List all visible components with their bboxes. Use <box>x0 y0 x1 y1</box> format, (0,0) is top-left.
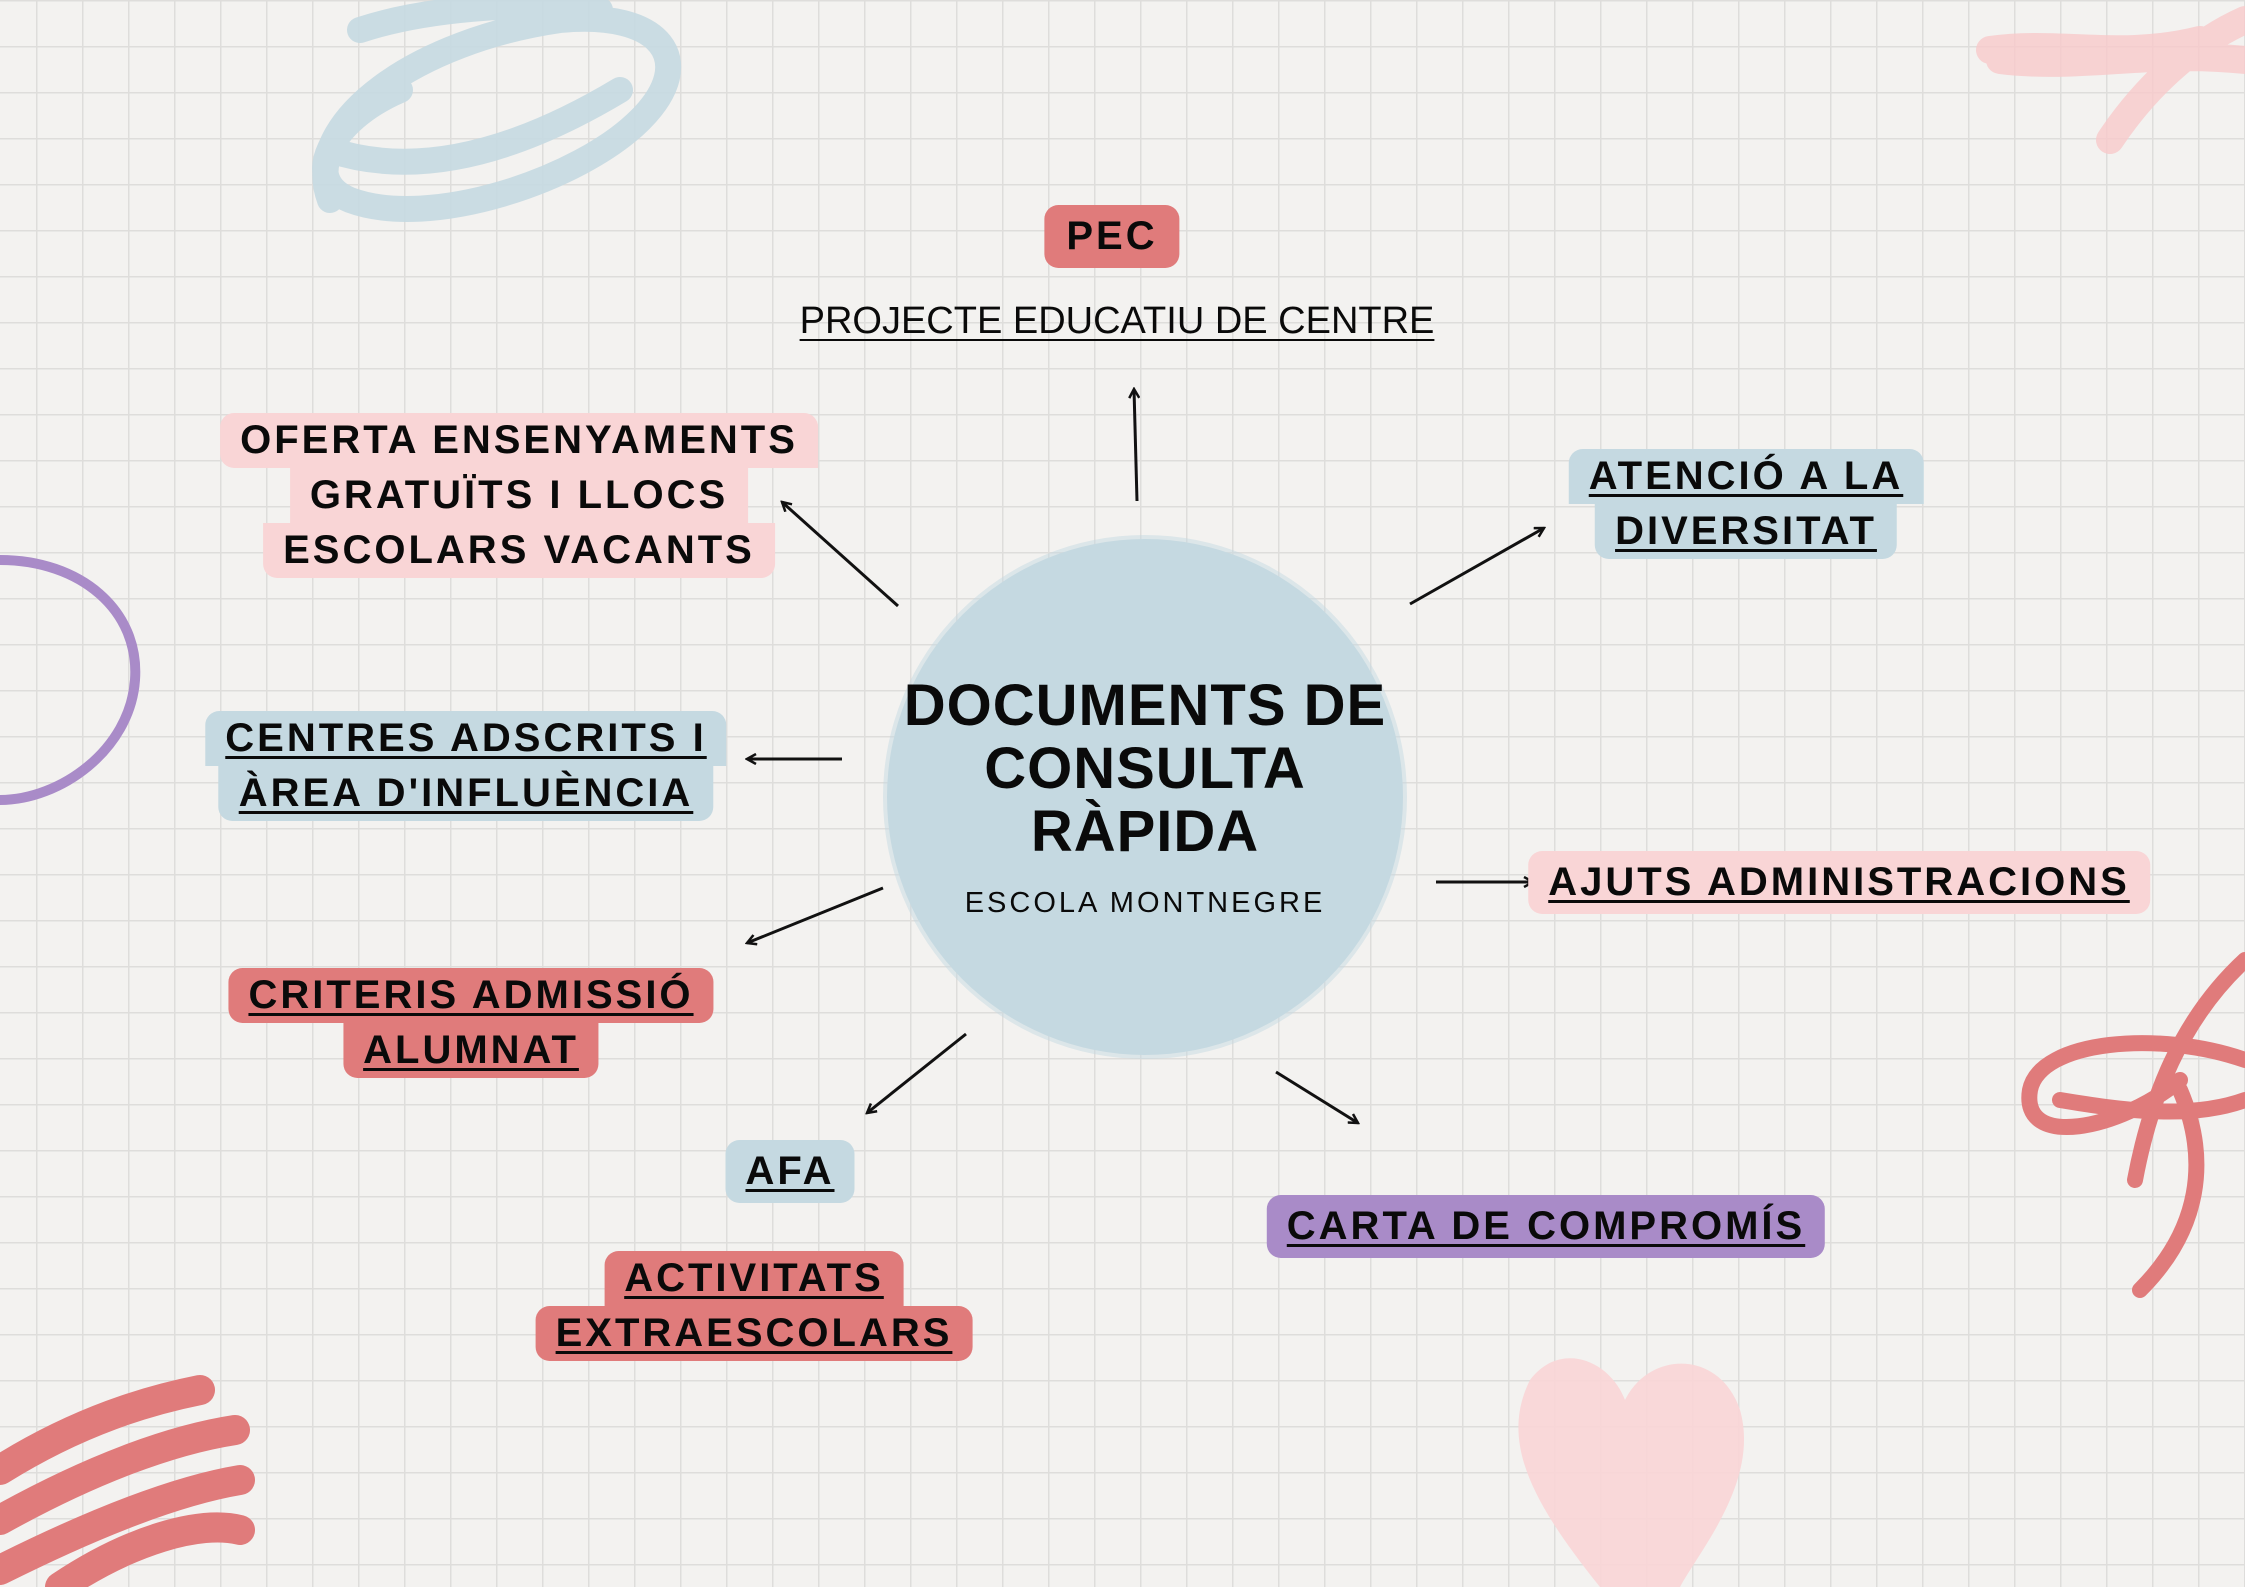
node-carta-label: CARTA DE COMPROMÍS <box>1266 1195 1826 1258</box>
central-title-line: CONSULTA <box>984 736 1306 801</box>
node-carta[interactable]: CARTA DE COMPROMÍS <box>1266 1195 1826 1258</box>
central-title-line: DOCUMENTS DE <box>903 673 1387 738</box>
node-centres[interactable]: CENTRES ADSCRITS I ÀREA D'INFLUÈNCIA <box>205 711 727 821</box>
node-line: OFERTA ENSENYAMENTS <box>220 413 818 468</box>
node-line: ACTIVITATS <box>604 1251 904 1306</box>
node-line: CENTRES ADSCRITS I <box>205 711 727 766</box>
node-afa[interactable]: AFA <box>725 1140 855 1203</box>
node-oferta[interactable]: OFERTA ENSENYAMENTS GRATUÏTS I LLOCS ESC… <box>220 413 818 578</box>
pec-subtitle-link[interactable]: PROJECTE EDUCATIU DE CENTRE <box>799 300 1435 342</box>
school-name: ESCOLA MONTNEGRE <box>964 887 1326 919</box>
node-line: ATENCIÓ A LA <box>1568 449 1924 504</box>
node-afa-label: AFA <box>725 1140 855 1203</box>
arrow-to-afa <box>867 1032 967 1113</box>
arrow-to-carta <box>1275 1070 1358 1123</box>
arrow-to-pec <box>1134 389 1137 502</box>
node-line: ÀREA D'INFLUÈNCIA <box>218 766 714 821</box>
node-criteris[interactable]: CRITERIS ADMISSIÓ ALUMNAT <box>228 968 714 1078</box>
node-line: CRITERIS ADMISSIÓ <box>228 968 714 1023</box>
central-topic-circle: DOCUMENTS DE CONSULTA RÀPIDA ESCOLA MONT… <box>887 539 1403 1055</box>
node-line: DIVERSITAT <box>1595 504 1897 559</box>
node-pec-label: PEC <box>1044 205 1180 268</box>
arrow-to-atencio <box>1409 526 1544 606</box>
arrow-to-criteris <box>747 886 884 943</box>
central-title-line: RÀPIDA <box>1030 799 1260 864</box>
node-line: EXTRAESCOLARS <box>535 1306 973 1361</box>
node-pec[interactable]: PEC <box>1044 205 1180 268</box>
node-ajuts[interactable]: AJUTS ADMINISTRACIONS <box>1528 851 2150 914</box>
node-activitats[interactable]: ACTIVITATS EXTRAESCOLARS <box>535 1251 973 1361</box>
node-ajuts-label: AJUTS ADMINISTRACIONS <box>1528 851 2150 914</box>
node-line: GRATUÏTS I LLOCS <box>289 468 749 523</box>
node-line: ESCOLARS VACANTS <box>263 523 775 578</box>
arrow-to-oferta <box>782 502 900 608</box>
node-line: ALUMNAT <box>343 1023 599 1078</box>
node-atencio[interactable]: ATENCIÓ A LA DIVERSITAT <box>1568 449 1924 559</box>
central-title: DOCUMENTS DE CONSULTA RÀPIDA <box>904 674 1386 863</box>
